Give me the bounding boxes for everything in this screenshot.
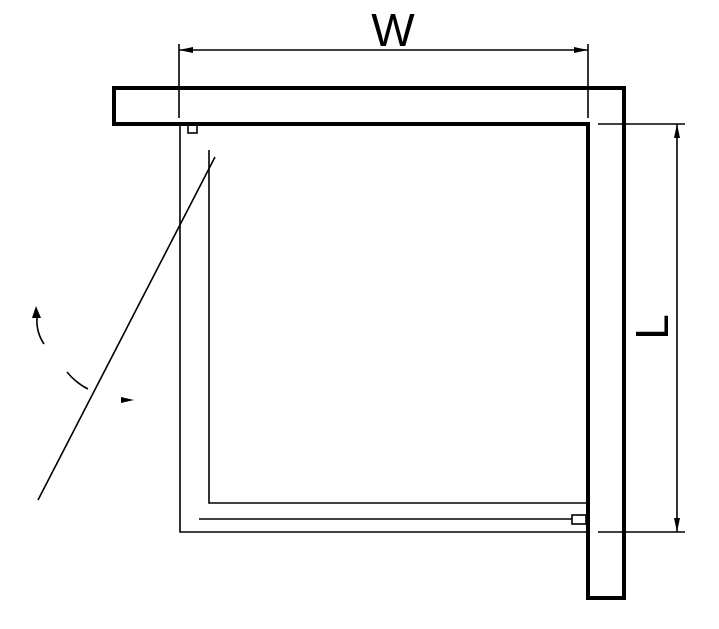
wall-outline	[112, 86, 626, 600]
length-label: L	[626, 314, 678, 340]
door-swing-arc	[32, 306, 134, 403]
hinge-top	[187, 123, 198, 134]
width-dimension: W	[178, 4, 589, 118]
width-label: W	[371, 4, 415, 56]
door-swing-line	[37, 156, 216, 501]
length-dimension: L	[598, 123, 685, 533]
arc-arrow-up-icon	[32, 306, 41, 318]
enclosure-frame	[179, 124, 588, 533]
glass-panel-inner	[199, 150, 588, 520]
hinge-bottom	[571, 514, 587, 525]
arc-arrow-right-icon	[121, 397, 134, 403]
